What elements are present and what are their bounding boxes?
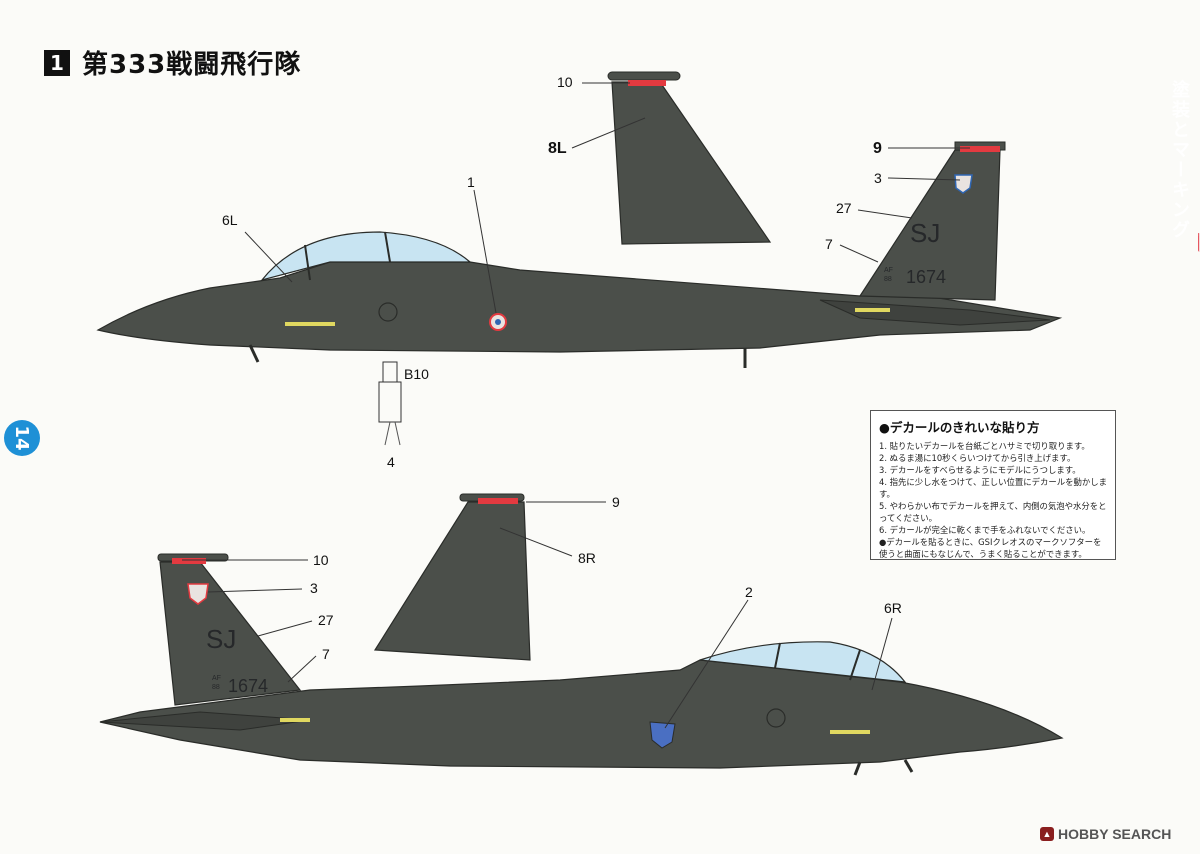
top-af-prefix: AF [884, 267, 893, 274]
callout-bottom-3: 3 [310, 580, 318, 596]
decal-notes: ●デカールのきれいな貼り方 1. 貼りたいデカールを台紙ごとハサミで切り取ります… [870, 410, 1116, 560]
callout-2: 2 [745, 584, 753, 600]
notes-item: 4. 指先に少し水をつけて、正しい位置にデカールを動かします。 [879, 477, 1107, 499]
aircraft-bottom-right-side: SJ 1674 AF 88 [99, 553, 1064, 776]
callout-bottom-7: 7 [322, 646, 330, 662]
callout-top-7: 7 [825, 236, 833, 252]
callout-b10: B10 [404, 366, 429, 382]
section-number: 1 [44, 49, 70, 76]
callout-6L: 6L [222, 212, 238, 228]
callout-8R: 8R [578, 550, 596, 566]
part-b10 [378, 361, 402, 446]
bottom-tail-code: SJ [206, 624, 236, 654]
top-serial: 1674 [906, 267, 946, 287]
watermark: ▲ HOBBY SEARCH [1040, 826, 1171, 842]
callout-1: 1 [467, 174, 475, 190]
notes-item: 5. やわらかい布でデカールを押えて、内側の気泡や水分をとってください。 [879, 501, 1107, 523]
section-header: 1 第333戦闘飛行隊 [44, 44, 301, 81]
callout-top-9: 9 [873, 140, 882, 157]
bottom-af-prefix: AF [212, 675, 221, 682]
top-year-prefix: 88 [884, 276, 892, 283]
leader-lines [182, 82, 970, 729]
callout-8L: 8L [548, 140, 567, 157]
callout-top-10: 10 [557, 74, 573, 90]
side-tab-label: 塗装とマーキング [1169, 80, 1190, 240]
tail-fin-8L [607, 71, 772, 245]
watermark-text: HOBBY SEARCH [1058, 826, 1172, 842]
callout-top-3: 3 [874, 170, 882, 186]
hobby-search-icon: ▲ [1040, 827, 1054, 841]
notes-item: 3. デカールをすべらせるようにモデルにうつします。 [879, 465, 1081, 475]
bottom-serial: 1674 [228, 676, 268, 696]
top-tail-code: SJ [910, 218, 940, 248]
callout-bottom-9: 9 [612, 494, 620, 510]
tail-fin-8R [373, 493, 531, 661]
notes-item: 6. デカールが完全に乾くまで手をふれないでください。 [879, 525, 1091, 535]
section-title: 第333戦闘飛行隊 [82, 50, 302, 80]
callout-top-27: 27 [836, 200, 852, 216]
callout-6R: 6R [884, 600, 902, 616]
bottom-year-prefix: 88 [212, 684, 220, 691]
side-tab [1198, 233, 1200, 252]
callout-bottom-10: 10 [313, 552, 329, 568]
aircraft-top-left-side: SJ 1674 AF 88 [96, 141, 1063, 368]
notes-title: ●デカールのきれいな貼り方 [879, 420, 1040, 435]
callout-4: 4 [387, 454, 395, 470]
notes-item: 2. ぬるま湯に10秒くらいつけてから引き上げます。 [879, 453, 1076, 463]
notes-item: ●デカールを貼るときに、GSIクレオスのマークソフターを使うと曲面にもなじんで、… [879, 537, 1102, 559]
notes-list: 1. 貼りたいデカールを台紙ごとハサミで切り取ります。 2. ぬるま湯に10秒く… [879, 440, 1107, 560]
notes-item: 1. 貼りたいデカールを台紙ごとハサミで切り取ります。 [879, 441, 1090, 451]
callout-bottom-27: 27 [318, 612, 334, 628]
